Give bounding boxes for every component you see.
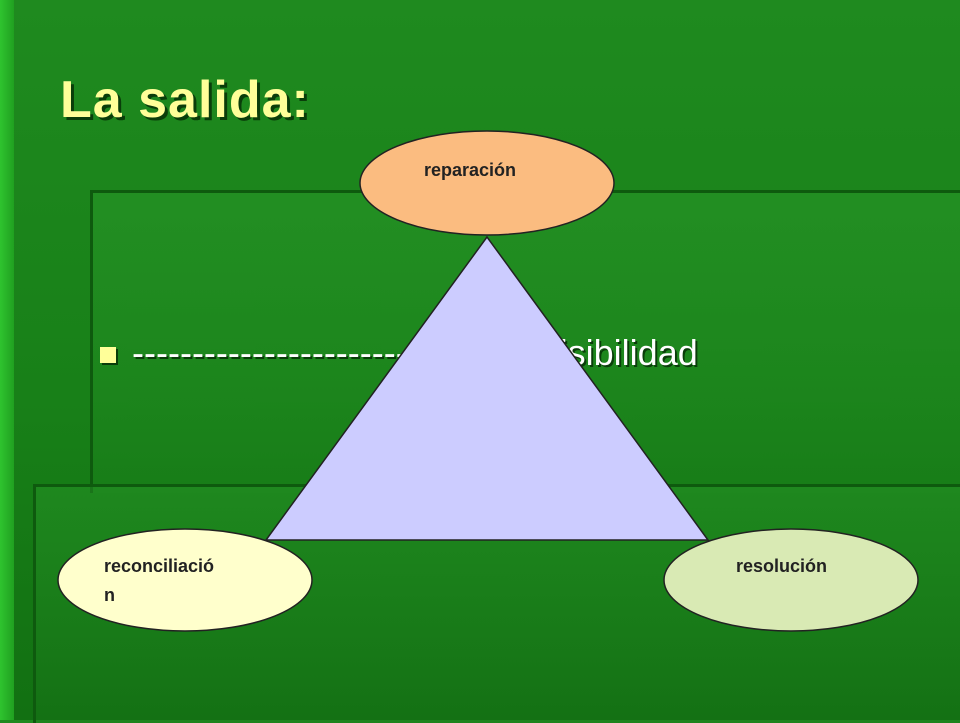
node-reconciliacion-label-line2: n bbox=[104, 585, 115, 605]
node-resolucion-label: resolución bbox=[736, 556, 827, 576]
bullet-text-left: ------------------------- bbox=[132, 332, 432, 373]
background-left-strip bbox=[0, 0, 14, 720]
square-bullet-icon bbox=[100, 347, 116, 364]
triangle-shape bbox=[264, 235, 710, 541]
node-reconciliacion bbox=[57, 528, 313, 632]
node-reconciliacion-label-line1: reconciliació bbox=[104, 556, 214, 576]
node-resolucion bbox=[663, 528, 919, 632]
slide-title: La salida: bbox=[60, 71, 310, 129]
node-reparacion-label: reparación bbox=[424, 160, 516, 180]
node-reparacion bbox=[359, 130, 615, 236]
